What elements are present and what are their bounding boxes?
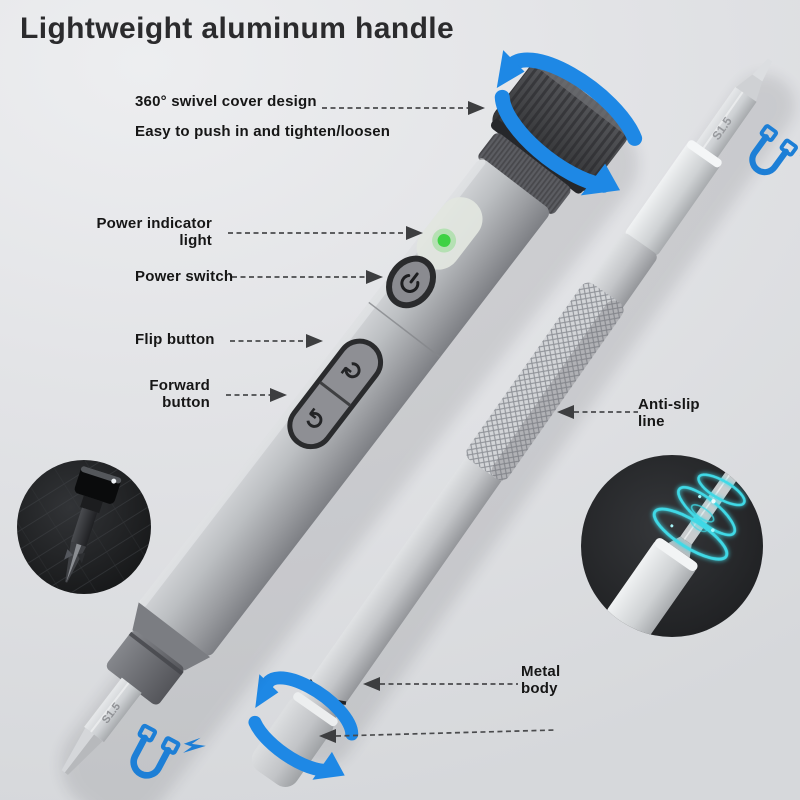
power-icon bbox=[400, 272, 420, 293]
bit-holder bbox=[625, 141, 721, 256]
callout-power-indicator: Power indicator light bbox=[96, 215, 212, 250]
callout-metal-body: Metal body bbox=[521, 663, 561, 698]
arrow-end-cap bbox=[335, 729, 557, 737]
rotation-arrows-icon bbox=[248, 671, 359, 780]
callout-anti-slip: Anti-slip line bbox=[638, 396, 700, 431]
callout-flip-button: Flip button bbox=[135, 331, 215, 348]
flathead-tip bbox=[752, 58, 773, 82]
screwdriver-bit bbox=[84, 677, 142, 743]
manual-screwdriver: S1.5 bbox=[248, 58, 796, 787]
callout-swivel-ease: Easy to push in and tighten/loosen bbox=[135, 123, 391, 140]
indicator-window bbox=[416, 197, 483, 270]
callout-forward-button: Forward button bbox=[149, 377, 210, 412]
screwdriver-bit bbox=[695, 86, 757, 160]
anti-slip-knurl bbox=[466, 282, 624, 481]
callout-power-switch: Power switch bbox=[135, 268, 234, 285]
rotation-arrows-icon bbox=[494, 50, 643, 196]
callout-arrows bbox=[226, 107, 638, 737]
electric-screwdriver: ↻ ↺ S1.5 bbox=[60, 50, 643, 800]
inset-bit-closeup bbox=[17, 460, 151, 594]
flip-forward-rocker[interactable]: ↻ ↺ bbox=[281, 333, 389, 455]
power-switch-button[interactable] bbox=[380, 250, 442, 314]
callout-swivel-design: 360° swivel cover design bbox=[135, 93, 317, 110]
power-led bbox=[437, 233, 451, 247]
inset-magnetic-tip-closeup bbox=[581, 455, 763, 637]
swivel-end-cap bbox=[251, 696, 334, 787]
arrowheads bbox=[270, 101, 574, 743]
chuck bbox=[106, 631, 184, 705]
page-title: Lightweight aluminum handle bbox=[20, 12, 455, 45]
